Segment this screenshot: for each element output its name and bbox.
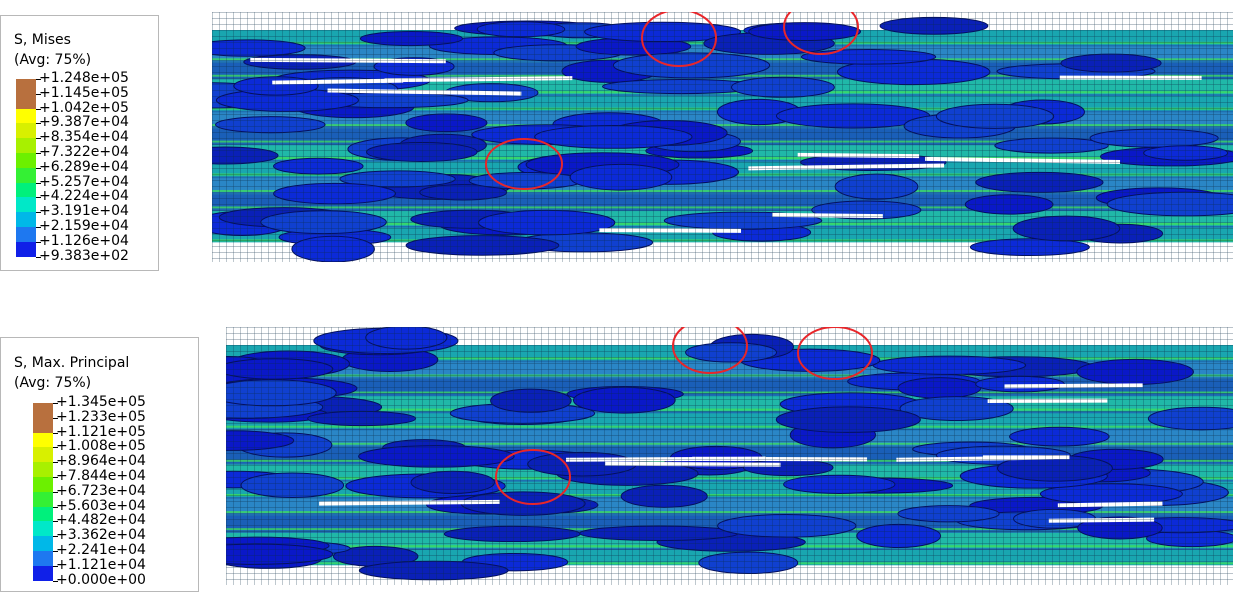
colorbar-tick-label: +1.042e+05: [39, 99, 129, 116]
colorbar-tick-mark: [53, 403, 58, 404]
colorbar-swatch: [33, 447, 53, 463]
textile-yarn-layer: [212, 12, 1233, 262]
colorbar-swatch: [33, 403, 53, 419]
colorbar-tick-mark: [36, 167, 41, 169]
highlight-circle: [495, 449, 571, 505]
colorbar-tick-label: +6.723e+04: [56, 482, 146, 499]
fe-mesh-grid: [212, 12, 1233, 262]
highlight-circle: [672, 327, 748, 374]
colorbar-swatch: [16, 167, 36, 184]
colorbar-swatch: [33, 462, 53, 478]
colorbar-tick-label: +1.121e+04: [56, 556, 146, 573]
colorbar-swatch: [16, 212, 36, 228]
colorbar-tick-mark: [36, 241, 41, 243]
colorbar-swatch: [16, 138, 36, 154]
colorbar-tick-label: +0.000e+00: [56, 571, 146, 588]
legend-title: S, Mises: [14, 32, 71, 48]
colorbar-tick-mark: [53, 536, 58, 538]
colorbar-tick-label: +4.224e+04: [39, 188, 129, 205]
highlight-circle: [641, 12, 717, 67]
colorbar-tick-mark: [36, 182, 41, 184]
colorbar-swatch: [16, 241, 36, 258]
colorbar-swatch: [33, 477, 53, 493]
legend-max-principal: S, Max. Principal (Avg: 75%) +1.345e+05+…: [0, 337, 199, 592]
colorbar-tick-mark: [53, 462, 58, 464]
highlight-circle: [783, 12, 859, 55]
colorbar-tick-mark: [53, 551, 58, 552]
colorbar-tick-label: +1.126e+04: [39, 232, 129, 249]
colorbar-tick-label: +7.844e+04: [56, 468, 146, 484]
colorbar-tick-mark: [36, 123, 41, 125]
colorbar-tick-label: +8.354e+04: [39, 129, 129, 146]
textile-yarn-layer: [226, 327, 1233, 585]
colorbar-swatch: [33, 491, 53, 508]
legend-subtitle: (Avg: 75%): [14, 375, 92, 391]
colorbar-tick-mark: [36, 227, 41, 228]
colorbar-tick-label: +1.008e+05: [56, 438, 146, 455]
colorbar-swatch: [16, 227, 36, 243]
colorbar-tick-mark: [36, 197, 41, 199]
colorbar-tick-label: +9.383e+02: [39, 247, 129, 264]
colorbar-tick-label: +1.121e+05: [56, 423, 146, 440]
colorbar-tick-mark: [53, 477, 58, 478]
colorbar-swatch: [33, 506, 53, 522]
colorbar-tick-mark: [36, 93, 41, 95]
colorbar-swatch: [33, 432, 53, 448]
fe-mesh-grid: [226, 327, 1233, 585]
colorbar-swatch: [16, 123, 36, 139]
colorbar-swatch: [33, 551, 53, 567]
colorbar-tick-mark: [36, 153, 41, 154]
colorbar-tick-label: +1.145e+05: [39, 84, 129, 101]
colorbar-tick-label: +9.387e+04: [39, 114, 129, 131]
colorbar-tick-mark: [53, 506, 58, 508]
colorbar-swatch: [16, 93, 36, 110]
colorbar-swatch: [33, 565, 53, 582]
colorbar-swatch: [16, 182, 36, 198]
colorbar-swatch: [33, 536, 53, 552]
legend-mises: S, Mises (Avg: 75%) +1.248e+05+1.145e+05…: [0, 15, 159, 271]
colorbar-tick-label: +2.159e+04: [39, 218, 129, 234]
colorbar-tick-mark: [53, 565, 58, 567]
colorbar-tick-mark: [53, 417, 58, 419]
colorbar-tick-mark: [36, 108, 41, 110]
colorbar-tick-mark: [53, 521, 58, 523]
colorbar-tick-label: +5.257e+04: [39, 173, 129, 190]
colorbar-tick-mark: [53, 580, 58, 582]
colorbar-tick-label: +6.289e+04: [39, 158, 129, 175]
colorbar-tick-label: +1.248e+05: [39, 70, 129, 86]
colorbar-tick-label: +7.322e+04: [39, 144, 129, 160]
colorbar-tick-mark: [53, 447, 58, 449]
legend-subtitle: (Avg: 75%): [14, 52, 92, 68]
colorbar-swatch: [33, 417, 53, 434]
colorbar-swatch: [33, 521, 53, 537]
colorbar-tick-mark: [36, 256, 41, 258]
colorbar-tick-label: +1.345e+05: [56, 394, 146, 410]
colorbar-swatch: [16, 197, 36, 213]
colorbar-tick-mark: [53, 491, 58, 493]
highlight-circle: [797, 327, 873, 380]
highlight-circle: [485, 138, 563, 190]
colorbar-tick-label: +3.191e+04: [39, 203, 129, 220]
legend-title: S, Max. Principal: [14, 355, 130, 371]
colorbar-swatch: [16, 108, 36, 124]
stress-contour-plot-mises: [212, 12, 1233, 262]
colorbar-tick-mark: [36, 79, 41, 80]
colorbar-tick-label: +4.482e+04: [56, 512, 146, 529]
colorbar-tick-label: +8.964e+04: [56, 453, 146, 470]
colorbar-tick-label: +2.241e+04: [56, 542, 146, 558]
colorbar-tick-mark: [53, 432, 58, 434]
colorbar-tick-mark: [36, 138, 41, 140]
colorbar-tick-mark: [36, 212, 41, 214]
colorbar-tick-label: +5.603e+04: [56, 497, 146, 514]
colorbar-swatch: [16, 79, 36, 95]
stress-contour-plot-max-principal: [226, 327, 1233, 585]
colorbar-tick-label: +3.362e+04: [56, 527, 146, 544]
colorbar-tick-label: +1.233e+05: [56, 408, 146, 425]
colorbar-swatch: [16, 153, 36, 169]
